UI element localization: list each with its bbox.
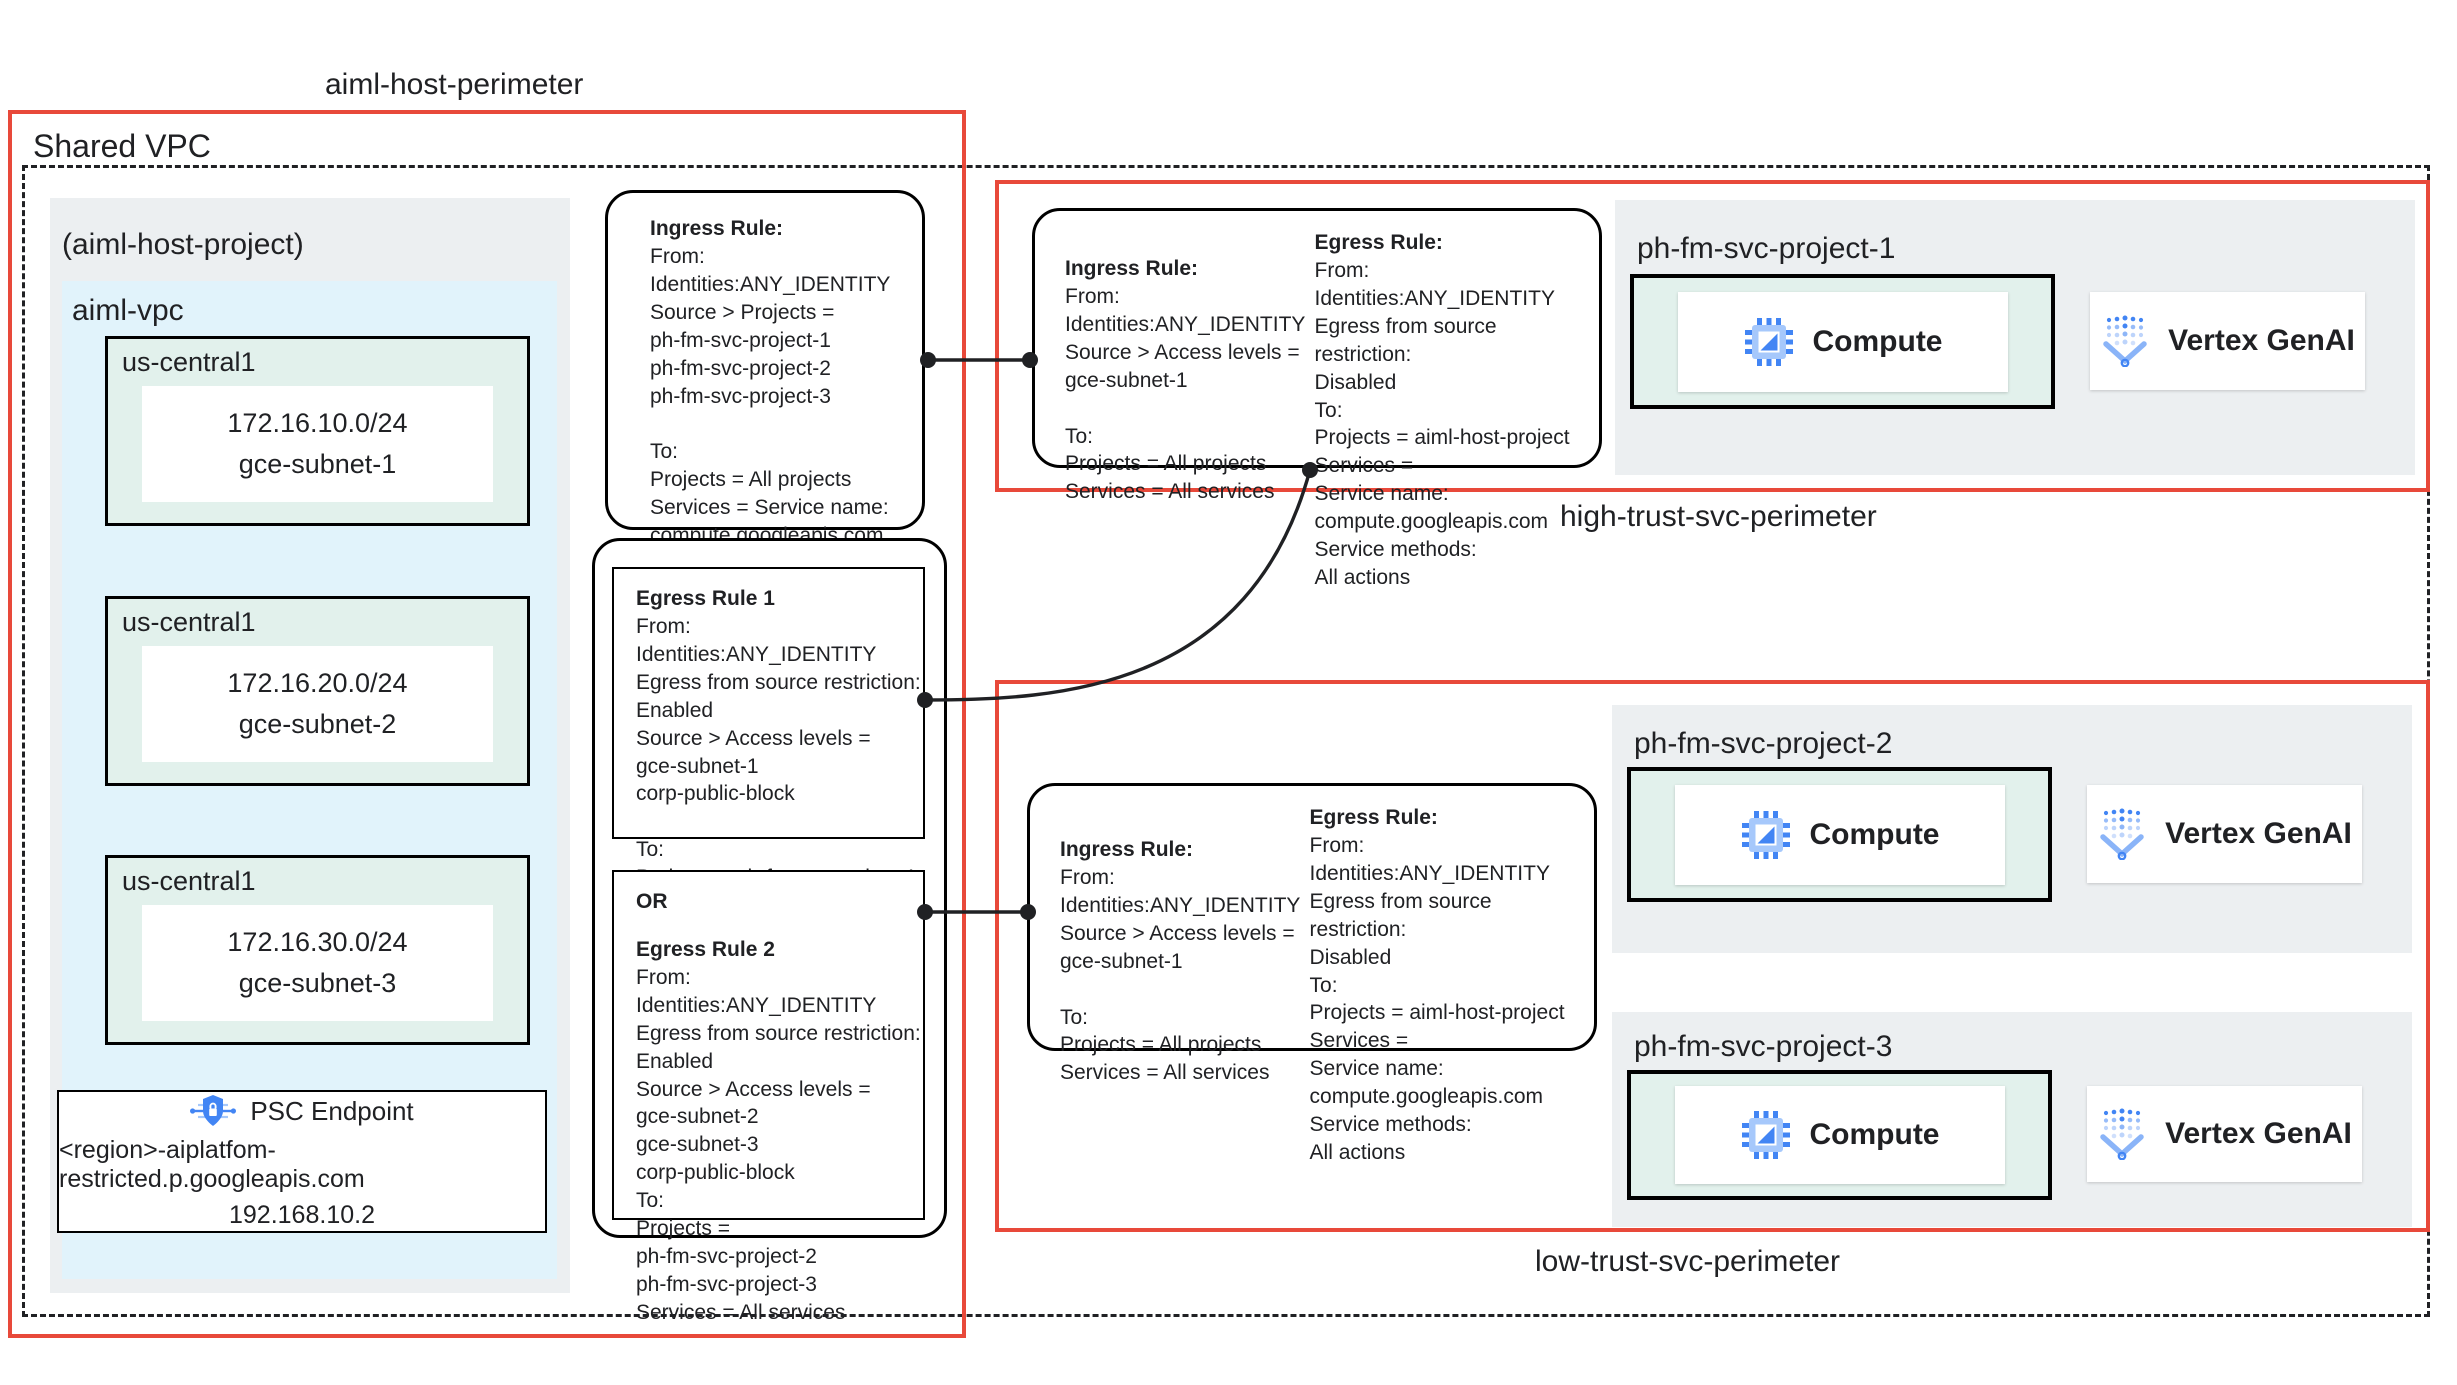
vertex-label-project-2: Vertex GenAI [2165, 817, 2352, 850]
high-trust-egress-body: From: Identities:ANY_IDENTITY Egress fro… [1314, 258, 1570, 590]
compute-label-project-2: Compute [1809, 817, 1940, 851]
psc-endpoint-hostname: <region>-aiplatfom-restricted.p.googleap… [59, 1136, 365, 1193]
host-ingress-rule-heading: Ingress Rule: [650, 217, 784, 240]
vertex-tile-project-2[interactable]: Vertex GenAI [2087, 785, 2362, 883]
region-label-1: us-central1 [122, 347, 256, 377]
high-trust-egress-heading: Egress Rule: [1314, 231, 1443, 254]
low-trust-egress-body: From: Identities:ANY_IDENTITY Egress fro… [1309, 833, 1565, 1165]
subnet-inner-1: 172.16.10.0/24 gce-subnet-1 [142, 386, 493, 502]
compute-chip-icon [1740, 1109, 1792, 1161]
high-trust-svc-perimeter-title: high-trust-svc-perimeter [1560, 500, 1877, 533]
region-label-2: us-central1 [122, 607, 256, 637]
subnet-name-1: gce-subnet-1 [238, 449, 397, 479]
ph-fm-svc-project-3-panel: ph-fm-svc-project-3 [1612, 1012, 2412, 1227]
compute-label-project-1: Compute [1812, 324, 1943, 358]
low-trust-svc-perimeter-title: low-trust-svc-perimeter [1535, 1245, 1841, 1278]
subnet-cidr-2: 172.16.20.0/24 [227, 668, 408, 698]
shared-vpc-label: Shared VPC [33, 128, 211, 164]
psc-endpoint-ip: 192.168.10.2 [229, 1201, 375, 1229]
high-trust-ingress-body: From: Identities:ANY_IDENTITY Source > A… [1065, 284, 1306, 504]
compute-container-project-3: Compute [1627, 1070, 2052, 1200]
vertex-genai-icon [2097, 1108, 2147, 1160]
region-label-3: us-central1 [122, 866, 256, 896]
low-trust-ingress-body: From: Identities:ANY_IDENTITY Source > A… [1060, 865, 1301, 1085]
low-trust-ingress-heading: Ingress Rule: [1060, 838, 1194, 861]
psc-shield-lock-icon [190, 1093, 237, 1129]
compute-tile-project-3[interactable]: Compute [1674, 1086, 2005, 1184]
high-trust-ingress-heading: Ingress Rule: [1065, 257, 1199, 280]
high-trust-rule-card: Ingress Rule: From: Identities:ANY_IDENT… [1032, 208, 1602, 589]
subnet-inner-3: 172.16.30.0/24 gce-subnet-3 [142, 905, 493, 1021]
psc-endpoint-header: PSC Endpoint [190, 1093, 414, 1129]
vertex-label-project-3: Vertex GenAI [2165, 1117, 2352, 1150]
compute-tile-project-1[interactable]: Compute [1677, 291, 2008, 392]
egress-rule-1-heading: Egress Rule 1 [636, 587, 775, 610]
compute-chip-icon [1740, 809, 1792, 861]
or-separator-label: OR [636, 890, 668, 913]
compute-chip-icon [1743, 316, 1795, 368]
egress-rule-1-box: Egress Rule 1 From: Identities:ANY_IDENT… [612, 567, 925, 917]
vertex-genai-icon [2097, 808, 2147, 860]
aiml-vpc-label: aiml-vpc [72, 294, 184, 327]
compute-label-project-3: Compute [1809, 1118, 1940, 1151]
compute-container-project-2: Compute [1627, 767, 2052, 902]
aiml-host-perimeter-title: aiml-host-perimeter [325, 68, 584, 101]
low-trust-egress-heading: Egress Rule: [1309, 806, 1438, 829]
ph-fm-svc-project-2-panel: ph-fm-svc-project-2 [1612, 705, 2412, 953]
compute-tile-project-2[interactable]: Compute [1674, 784, 2005, 885]
egress-rule-2-box: OR Egress Rule 2 From: Identities:ANY_ID… [612, 870, 925, 1324]
ph-fm-svc-project-1-label: ph-fm-svc-project-1 [1637, 232, 1896, 265]
subnet-cidr-3: 172.16.30.0/24 [227, 927, 408, 957]
host-ingress-rule-body: From: Identities:ANY_IDENTITY Source > P… [650, 244, 891, 603]
vertex-tile-project-3[interactable]: Vertex GenAI [2087, 1086, 2362, 1182]
psc-endpoint-box: PSC Endpoint <region>-aiplatfom-restrict… [57, 1090, 547, 1233]
low-trust-svc-perimeter-frame [995, 680, 2430, 1232]
low-trust-rule-card: Ingress Rule: From: Identities:ANY_IDENT… [1027, 783, 1597, 1164]
subnet-name-2: gce-subnet-2 [238, 709, 397, 739]
host-ingress-rule-card: Ingress Rule: From: Identities:ANY_IDENT… [605, 190, 925, 603]
region-box-subnet-1: us-central1 172.16.10.0/24 gce-subnet-1 [105, 336, 530, 526]
vertex-genai-icon [2100, 315, 2150, 367]
region-box-subnet-2: us-central1 172.16.20.0/24 gce-subnet-2 [105, 596, 530, 786]
egress-rule-2-heading: Egress Rule 2 [636, 937, 775, 961]
ph-fm-svc-project-1-panel: ph-fm-svc-project-1 [1615, 200, 2415, 475]
high-trust-svc-perimeter-frame [995, 180, 2430, 492]
ph-fm-svc-project-2-label: ph-fm-svc-project-2 [1634, 727, 1893, 760]
subnet-cidr-1: 172.16.10.0/24 [227, 408, 408, 438]
egress-rule-2-body: From: Identities:ANY_IDENTITY Egress fro… [636, 965, 921, 1324]
aiml-host-perimeter-frame [8, 110, 966, 1338]
vertex-label-project-1: Vertex GenAI [2168, 324, 2355, 357]
vertex-tile-project-1[interactable]: Vertex GenAI [2090, 292, 2365, 390]
region-box-subnet-3: us-central1 172.16.30.0/24 gce-subnet-3 [105, 855, 530, 1045]
subnet-name-3: gce-subnet-3 [238, 968, 397, 998]
psc-endpoint-title: PSC Endpoint [250, 1095, 414, 1126]
aiml-host-project-label: (aiml-host-project) [62, 228, 304, 261]
ph-fm-svc-project-3-label: ph-fm-svc-project-3 [1634, 1030, 1893, 1063]
subnet-inner-2: 172.16.20.0/24 gce-subnet-2 [142, 646, 493, 762]
compute-container-project-1: Compute [1630, 274, 2055, 409]
